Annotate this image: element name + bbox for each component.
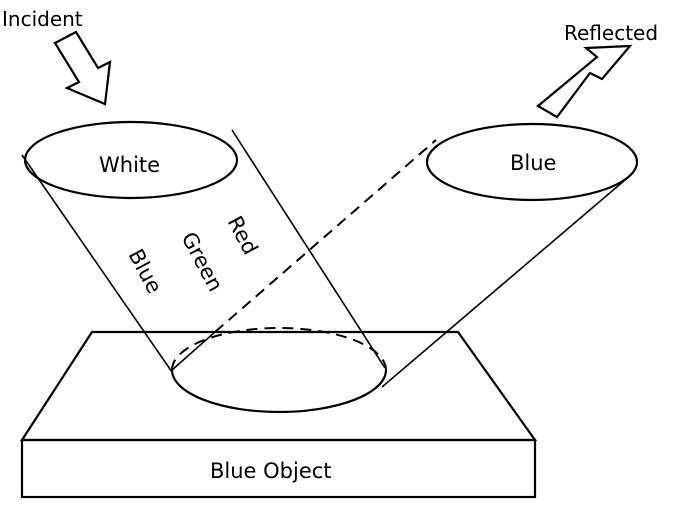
incident-beam-left-edge xyxy=(21,154,173,373)
blue-object-block xyxy=(19,330,538,499)
incident-beam xyxy=(21,120,388,414)
spot-solid-lower xyxy=(170,369,388,414)
reflected-beam xyxy=(171,122,639,388)
incident-arrow-icon xyxy=(53,30,112,106)
reflected-arrow-icon xyxy=(536,44,633,119)
blue-object-label: Blue Object xyxy=(210,459,332,483)
red-label: Red xyxy=(223,212,263,259)
white-label: White xyxy=(99,153,160,177)
reflected-label: Reflected xyxy=(564,21,658,45)
blue-reflected-label: Blue xyxy=(510,151,556,175)
reflected-beam-right-edge xyxy=(381,179,626,388)
green-label: Green xyxy=(177,228,228,295)
reflected-beam-hidden-edge xyxy=(214,139,437,333)
incident-ellipse-top xyxy=(23,120,239,200)
incident-beam-right-edge xyxy=(231,129,386,369)
spot-dashed-upper xyxy=(171,327,387,371)
block-top-face xyxy=(19,330,538,442)
block-front-face xyxy=(20,438,537,499)
incident-label: Incident xyxy=(2,7,83,31)
reflected-beam-lower-left-edge xyxy=(171,331,216,371)
reflected-ellipse-top xyxy=(425,122,639,202)
blue-incident-label: Blue xyxy=(124,245,167,297)
